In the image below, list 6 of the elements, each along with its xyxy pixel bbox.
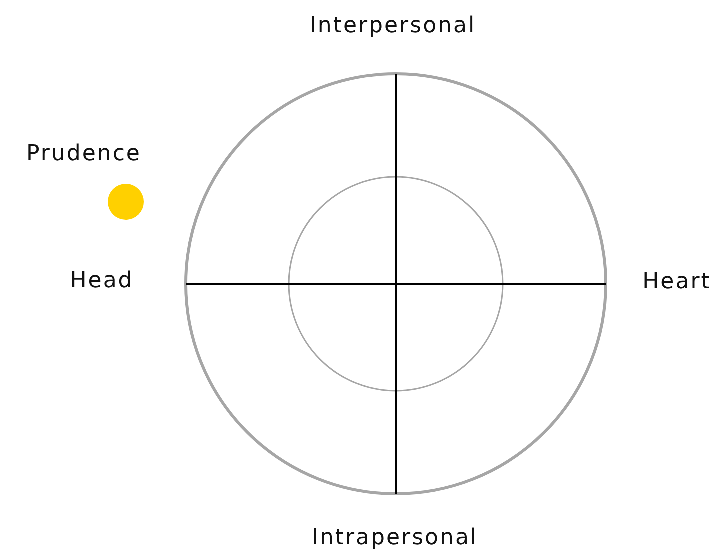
axis-label: Heart bbox=[642, 270, 712, 294]
axis-label: Intrapersonal bbox=[312, 526, 478, 550]
dot-label: Prudence bbox=[26, 142, 142, 166]
axis-label: Head bbox=[70, 268, 134, 294]
marker-dot bbox=[108, 184, 144, 220]
axis-label: Interpersonal bbox=[310, 14, 476, 38]
